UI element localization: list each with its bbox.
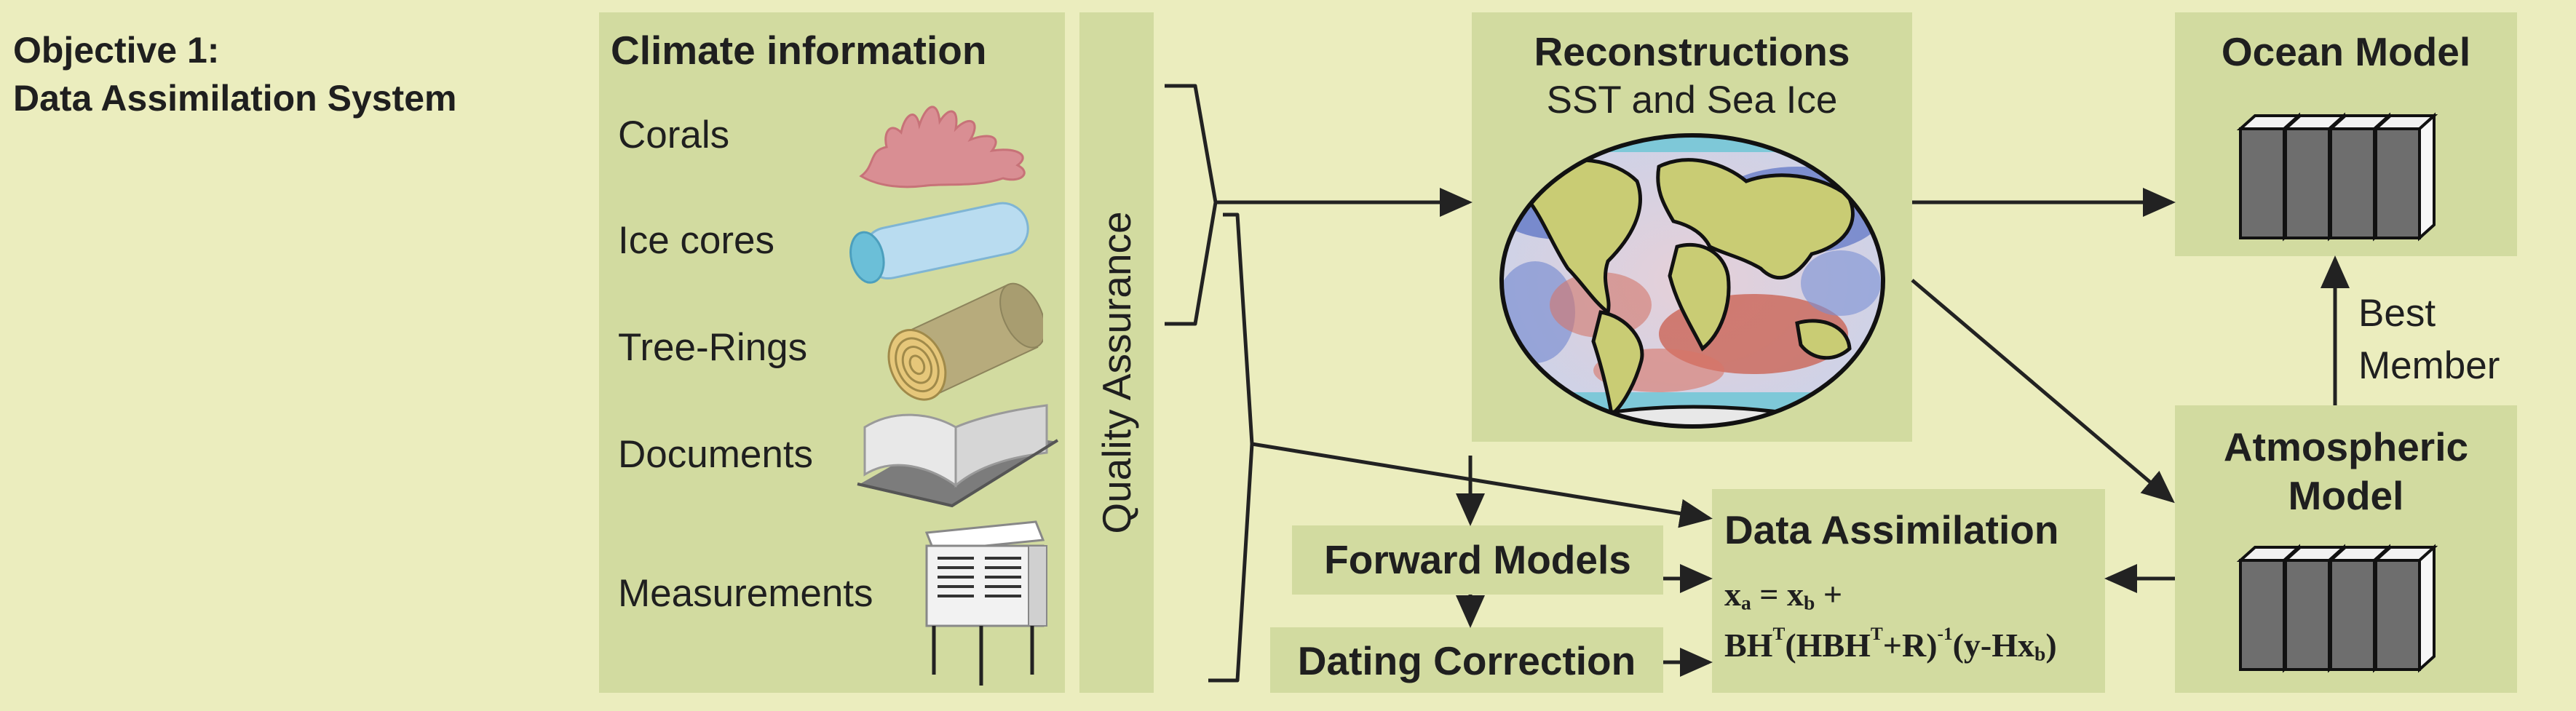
climate-information-panel: Climate information Corals Ice cores Tre… — [599, 12, 1065, 693]
atmospheric-model-title-line2: Model — [2288, 473, 2404, 518]
qa-lower-bracket — [1208, 212, 1254, 683]
ice-core-icon — [849, 202, 1029, 284]
objective-title-line1: Objective 1: — [13, 30, 220, 71]
item-label-tree-rings: Tree-Rings — [618, 326, 808, 369]
global-sst-map-icon — [1499, 133, 1885, 429]
arrow-reconstructions-to-atmospheric — [1911, 279, 2175, 504]
qa-upper-bracket — [1165, 84, 1218, 326]
atmospheric-model-ensemble-icon — [2236, 544, 2438, 673]
weather-station-icon — [924, 520, 1047, 686]
best-member-label-line2: Member — [2358, 344, 2500, 387]
forward-models-box: Forward Models — [1292, 525, 1663, 595]
reconstructions-panel: Reconstructions SST and Sea Ice — [1472, 12, 1912, 442]
coral-icon — [859, 106, 1026, 188]
item-label-corals: Corals — [618, 114, 730, 156]
tree-ring-log-icon — [887, 282, 1043, 401]
data-assimilation-title: Data Assimilation — [1724, 507, 2059, 552]
dating-correction-box: Dating Correction — [1270, 627, 1663, 693]
climate-information-title: Climate information — [611, 28, 987, 73]
reconstructions-subtitle: SST and Sea Ice — [1546, 79, 1838, 122]
arrow-qa-to-data-assimilation — [1251, 442, 1713, 528]
ocean-model-panel: Ocean Model — [2175, 12, 2517, 256]
atmospheric-model-panel: Atmospheric Model — [2175, 405, 2517, 693]
item-label-documents: Documents — [618, 433, 814, 476]
open-book-icon — [857, 404, 1059, 508]
assimilation-formula-line2: BHT(HBHT+R)-1(y-Hxb) — [1724, 624, 2057, 665]
atmospheric-model-title-line1: Atmospheric — [2223, 424, 2469, 469]
dating-correction-label: Dating Correction — [1297, 638, 1636, 683]
best-member-label-line1: Best — [2358, 292, 2436, 335]
reconstructions-title: Reconstructions — [1534, 29, 1850, 74]
objective-title-line2: Data Assimilation System — [13, 78, 457, 119]
item-label-ice-cores: Ice cores — [618, 219, 775, 262]
ocean-model-title: Ocean Model — [2221, 29, 2471, 74]
item-label-measurements: Measurements — [618, 572, 873, 615]
forward-models-label: Forward Models — [1324, 537, 1631, 582]
data-assimilation-box: Data Assimilation xa = xb + BHT(HBHT+R)-… — [1712, 489, 2105, 693]
quality-assurance-bar: Quality Assurance — [1079, 12, 1154, 693]
assimilation-formula-line1: xa = xb + — [1724, 576, 1843, 614]
ocean-model-ensemble-icon — [2236, 112, 2438, 242]
